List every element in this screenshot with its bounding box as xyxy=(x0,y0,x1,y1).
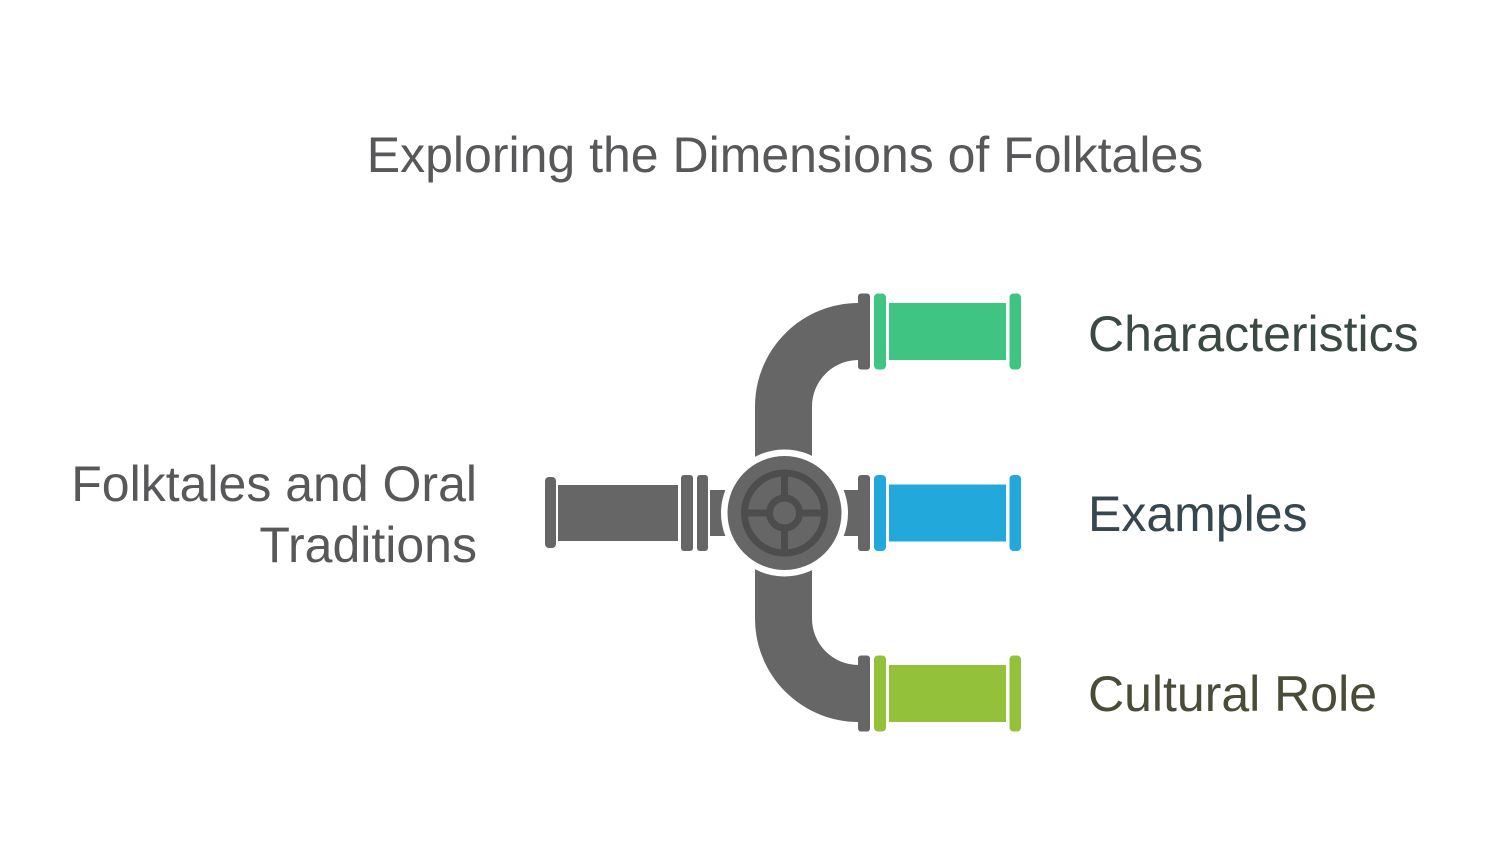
branch-pipe-cultural-role xyxy=(858,655,1021,732)
root-pipe-endcap xyxy=(545,477,556,548)
branch-pipe-body xyxy=(889,303,1006,360)
branch-gray-flange xyxy=(858,475,870,551)
top-elbow-pipe xyxy=(755,303,860,560)
root-node-label-line2: Traditions xyxy=(259,517,477,573)
branch-label-cultural-role: Cultural Role xyxy=(1088,666,1378,722)
branch-label-characteristics: Characteristics xyxy=(1088,306,1419,362)
page-title: Exploring the Dimensions of Folktales xyxy=(366,127,1204,183)
branch-color-flange xyxy=(874,293,886,370)
branch-gray-flange xyxy=(858,655,870,732)
root-node-label-line1: Folktales and Oral xyxy=(71,456,477,512)
valve-hub xyxy=(766,494,803,532)
valve-icon xyxy=(721,449,848,577)
root-pipe-body xyxy=(558,485,678,541)
branch-pipe-body xyxy=(889,484,1006,542)
bottom-elbow-pipe xyxy=(755,470,860,722)
branch-gray-flange xyxy=(858,293,870,370)
branch-pipe-examples xyxy=(858,475,1021,551)
branch-end-flange xyxy=(1009,475,1021,551)
branch-label-examples: Examples xyxy=(1088,486,1308,542)
branch-pipe-body xyxy=(889,665,1006,722)
branch-end-flange xyxy=(1009,293,1021,370)
branch-end-flange xyxy=(1009,655,1021,732)
root-node-label: Folktales and Oral Traditions xyxy=(0,454,477,576)
branch-color-flange xyxy=(874,655,886,732)
root-pipe-flange-2 xyxy=(697,475,708,551)
branch-color-flange xyxy=(874,475,886,551)
root-pipe-flange-1 xyxy=(681,475,693,551)
branch-pipe-characteristics xyxy=(858,293,1021,370)
